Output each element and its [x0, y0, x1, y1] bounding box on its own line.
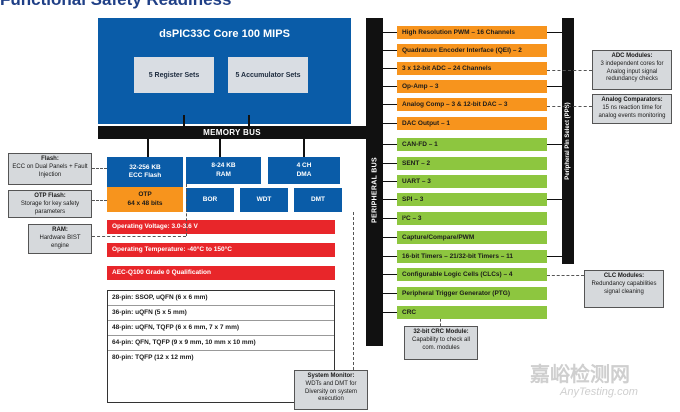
connector-line	[383, 86, 397, 87]
note-connector	[353, 212, 354, 370]
bus-arrow	[219, 139, 221, 157]
bus-arrow	[147, 139, 149, 157]
note-ram: RAM:Hardware BIST engine	[28, 224, 92, 254]
bor-label: BOR	[202, 195, 218, 203]
connector-line	[383, 293, 397, 294]
ram-label: RAM	[216, 170, 231, 178]
feature-adc: 3 x 12-bit ADC – 24 Channels	[397, 62, 547, 75]
register-sets-box: 5 Register Sets	[134, 57, 214, 93]
aec-q100-bar: AEC-Q100 Grade 0 Qualification	[107, 266, 335, 280]
note-connector	[92, 168, 107, 169]
register-sets-label: 5 Register Sets	[148, 71, 200, 79]
note-connector	[547, 275, 584, 276]
bus-arrow	[248, 115, 250, 126]
package-row: 36-pin: uQFN (5 x 5 mm)	[108, 306, 334, 321]
note-connector	[186, 184, 187, 236]
connector-line	[383, 123, 397, 124]
note-system-monitor: System Monitor:WDTs and DMT for Diversit…	[294, 370, 368, 410]
otp-size: 64 x 48 bits	[127, 199, 163, 207]
connector-line	[547, 32, 562, 33]
connector-line	[547, 199, 562, 200]
otp-block: OTP 64 x 48 bits	[107, 187, 183, 212]
note-connector	[92, 236, 186, 237]
dmt-block: DMT	[294, 188, 342, 212]
note-connector	[547, 106, 592, 107]
note-connector	[92, 200, 107, 201]
accumulator-sets-box: 5 Accumulator Sets	[228, 57, 308, 93]
note-flash: Flash:ECC on Dual Panels + Fault Injecti…	[8, 153, 92, 185]
ram-block: 8-24 KB RAM	[186, 157, 261, 184]
feature-spi: SPI – 3	[397, 193, 547, 206]
feature-qei: Quadrature Encoder Interface (QEI) – 2	[397, 44, 547, 57]
feature-can-fd: CAN-FD – 1	[397, 138, 547, 151]
feature-ptg: Peripheral Trigger Generator (PTG)	[397, 287, 547, 300]
dma-channels: 4 CH	[296, 162, 312, 170]
feature-clc: Configurable Logic Cells (CLCs) – 4	[397, 268, 547, 281]
wdt-label: WDT	[256, 195, 272, 203]
feature-uart: UART – 3	[397, 175, 547, 188]
package-row: 48-pin: uQFN, TQFP (6 x 6 mm, 7 x 7 mm)	[108, 321, 334, 336]
connector-line	[383, 312, 397, 313]
bor-block: BOR	[186, 188, 234, 212]
feature-capture-compare: Capture/Compare/PWM	[397, 231, 547, 244]
watermark-en: AnyTesting.com	[560, 386, 638, 398]
connector-line	[547, 144, 562, 145]
package-row: 64-pin: QFN, TQFP (9 x 9 mm, 10 mm x 10 …	[108, 336, 334, 351]
connector-line	[383, 50, 397, 51]
memory-bus: MEMORY BUS	[98, 126, 366, 139]
feature-i2c: I²C – 3	[397, 212, 547, 225]
note-connector	[440, 319, 441, 326]
note-adc-modules: ADC Modules:3 independent cores for Anal…	[592, 50, 672, 90]
connector-line	[383, 68, 397, 69]
flash-block: 32-256 KB ECC Flash	[107, 157, 183, 187]
connector-line	[383, 218, 397, 219]
feature-sent: SENT – 2	[397, 157, 547, 170]
note-analog-comparators: Analog Comparators:15 ns reaction time f…	[592, 94, 672, 124]
connector-line	[547, 256, 562, 257]
connector-line	[383, 199, 397, 200]
operating-temperature-bar: Operating Temperature: -40°C to 150°C	[107, 243, 335, 257]
accumulator-sets-label: 5 Accumulator Sets	[235, 71, 301, 79]
feature-opamp: Op-Amp – 3	[397, 80, 547, 93]
flash-size: 32-256 KB	[129, 163, 161, 171]
connector-line	[383, 104, 397, 105]
connector-line	[383, 32, 397, 33]
bus-arrow	[303, 139, 305, 157]
note-crc-module: 32-bit CRC Module:Capability to check al…	[404, 326, 478, 360]
feature-pwm: High Resolution PWM – 16 Channels	[397, 26, 547, 39]
connector-line	[383, 237, 397, 238]
package-row: 28-pin: SSOP, uQFN (6 x 6 mm)	[108, 291, 334, 306]
peripheral-pin-select-bar: Peripheral Pin Select (PPS)	[562, 18, 574, 264]
flash-type: ECC Flash	[128, 172, 162, 179]
connector-line	[383, 144, 397, 145]
feature-dac-output: DAC Output – 1	[397, 117, 547, 130]
dma-block: 4 CH DMA	[268, 157, 340, 184]
feature-timers: 16-bit Timers – 21/32-bit Timers – 11	[397, 250, 547, 263]
cpu-core-title: dsPIC33C Core 100 MIPS	[159, 28, 290, 40]
page-title: Functional Safety Readiness	[0, 0, 231, 10]
feature-analog-comp-dac: Analog Comp – 3 & 12-bit DAC – 3	[397, 98, 547, 111]
operating-voltage-bar: Operating Voltage: 3.0-3.6 V	[107, 220, 335, 234]
bus-arrow	[183, 115, 185, 126]
otp-label: OTP	[138, 191, 152, 199]
connector-line	[383, 256, 397, 257]
connector-line	[547, 86, 562, 87]
ram-size: 8-24 KB	[211, 162, 236, 170]
feature-crc: CRC	[397, 306, 547, 319]
package-row: 80-pin: TQFP (12 x 12 mm)	[112, 354, 194, 361]
note-clc-modules: CLC Modules:Redundancy capabilities sign…	[584, 270, 664, 308]
connector-line	[383, 274, 397, 275]
peripheral-bus	[366, 18, 383, 346]
peripheral-bus-label: PERIPHERAL BUS	[371, 157, 378, 223]
note-otp: OTP Flash:Storage for key safety paramet…	[8, 190, 92, 218]
note-connector	[547, 70, 592, 71]
dma-label: DMA	[296, 170, 312, 178]
wdt-block: WDT	[240, 188, 288, 212]
connector-line	[383, 181, 397, 182]
watermark-cn: 嘉峪检测网	[530, 364, 630, 386]
connector-line	[383, 163, 397, 164]
dmt-label: DMT	[310, 195, 326, 203]
